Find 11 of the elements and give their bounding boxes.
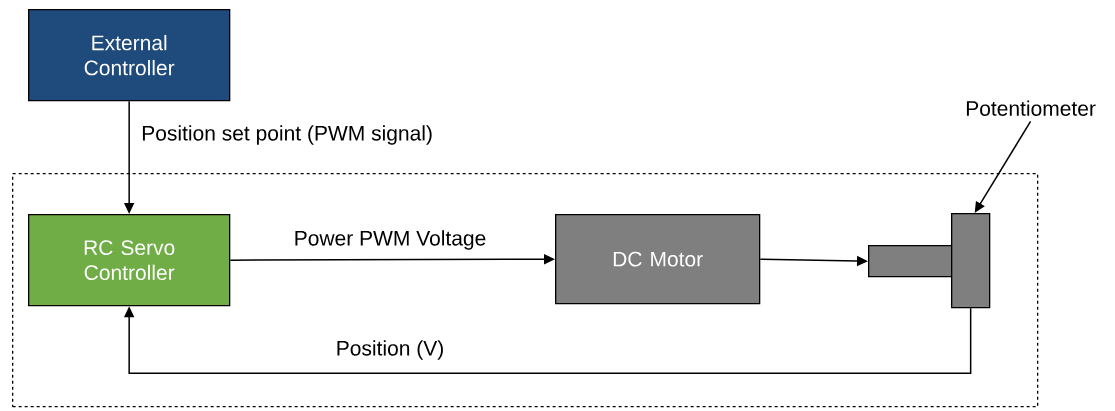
potentiometer-label: Potentiometer <box>966 100 1096 116</box>
controller-box: External Controller <box>28 9 231 102</box>
edge-label: Position set point (PWM signal) <box>140 124 434 146</box>
edge-label: Position (V) <box>334 339 446 361</box>
leader-line <box>974 120 1032 213</box>
potentiometer-part <box>951 213 991 309</box>
dashed-boundary-box <box>12 173 1039 408</box>
controller-box: RC Servo Controller <box>28 214 231 307</box>
edge-label: Power PWM Voltage <box>292 229 488 251</box>
potentiometer-part <box>868 245 953 278</box>
motor-box: DC Motor <box>555 214 761 305</box>
